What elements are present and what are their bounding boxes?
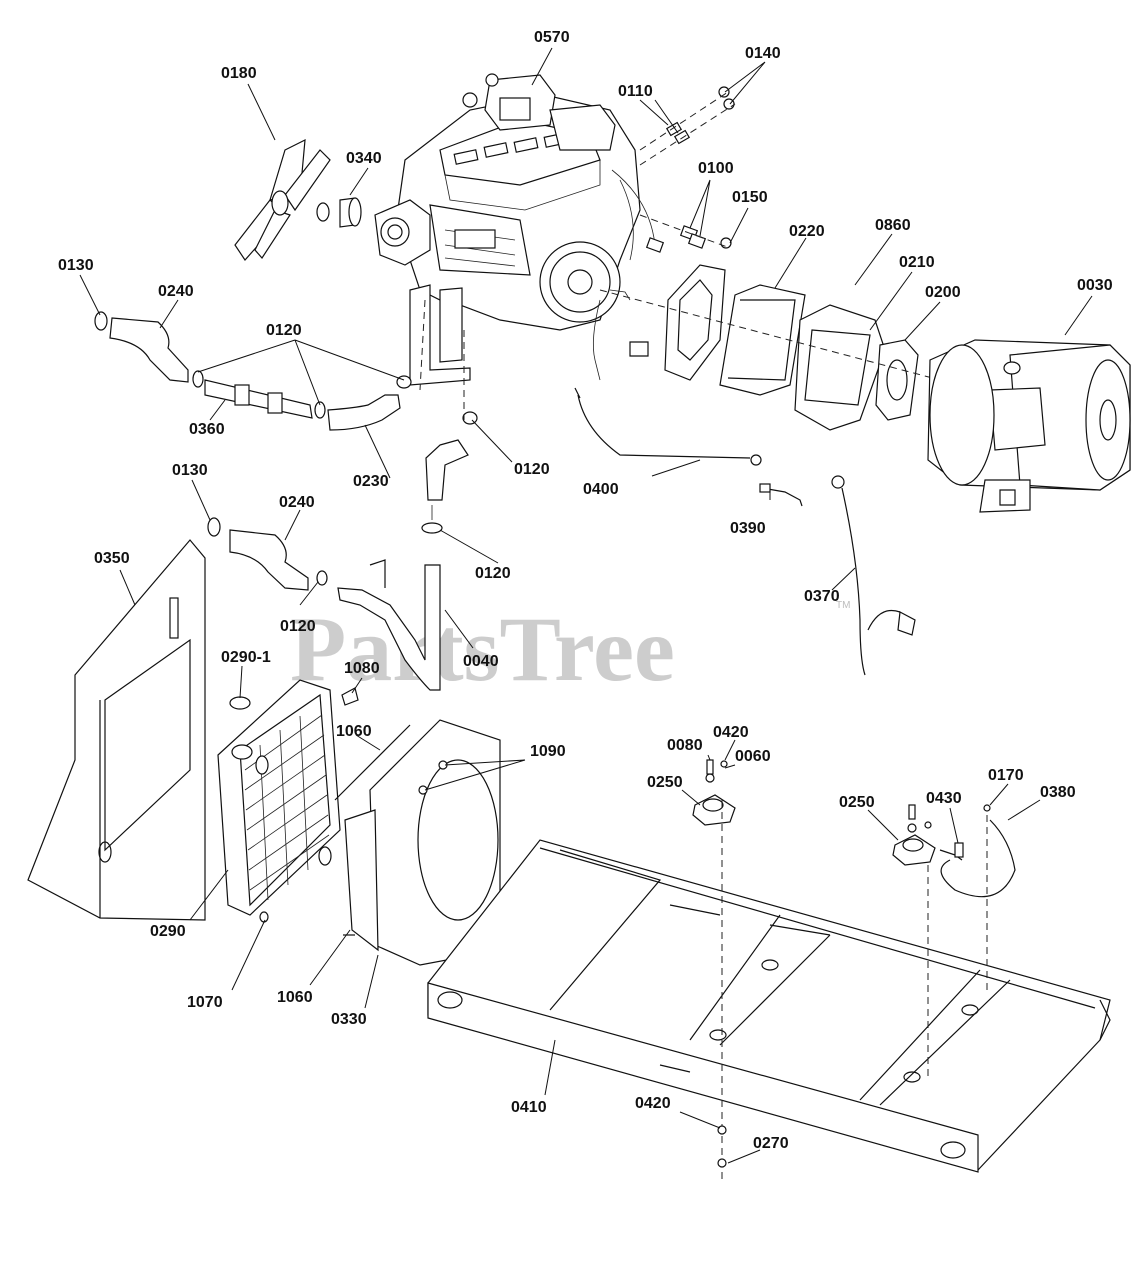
label-0360: 0360 [189, 421, 225, 438]
label-0270: 0270 [753, 1135, 789, 1152]
label-0150: 0150 [732, 189, 768, 206]
label-0240-top: 0240 [158, 283, 194, 300]
watermark-text: PartsTree [290, 598, 675, 700]
label-0210: 0210 [899, 254, 935, 271]
panel-drawing [27, 539, 206, 921]
label-0370: 0370 [804, 588, 840, 605]
label-0080: 0080 [667, 737, 703, 754]
label-0350: 0350 [94, 550, 130, 567]
label-0220: 0220 [789, 223, 825, 240]
label-0130-top: 0130 [58, 257, 94, 274]
label-0170: 0170 [988, 767, 1024, 784]
generator-drawing [927, 339, 1131, 513]
engine-assembly-drawing [374, 73, 665, 386]
shroud-drawing [334, 719, 501, 966]
label-1080: 1080 [344, 660, 380, 677]
radiator-drawing [217, 679, 359, 923]
label-0290: 0290 [150, 923, 186, 940]
label-0250-left: 0250 [647, 774, 683, 791]
label-0340: 0340 [346, 150, 382, 167]
label-0120-top: 0120 [266, 322, 302, 339]
label-0100: 0100 [698, 160, 734, 177]
label-0120-mid: 0120 [475, 565, 511, 582]
leader-lines [79, 47, 1093, 1164]
label-0060: 0060 [735, 748, 771, 765]
adapter-plate-drawing [599, 264, 941, 431]
label-0130-lower: 0130 [172, 462, 208, 479]
lower-hoses-drawing [207, 439, 469, 691]
wires-drawing [574, 387, 916, 676]
label-0390: 0390 [730, 520, 766, 537]
label-0240-lower: 0240 [279, 494, 315, 511]
label-0180: 0180 [221, 65, 257, 82]
label-0860: 0860 [875, 217, 911, 234]
label-0400: 0400 [583, 481, 619, 498]
label-0120-upper-right: 0120 [514, 461, 550, 478]
label-1060-upper: 1060 [336, 723, 372, 740]
label-1090: 1090 [530, 743, 566, 760]
label-0380: 0380 [1040, 784, 1076, 801]
label-0410: 0410 [511, 1099, 547, 1116]
fan-drawing [234, 138, 331, 261]
label-0030: 0030 [1077, 277, 1113, 294]
label-0040: 0040 [463, 653, 499, 670]
vibration-mounts-drawing [692, 759, 1016, 1180]
label-0570: 0570 [534, 29, 570, 46]
label-0420-lower: 0420 [635, 1095, 671, 1112]
label-0250-right: 0250 [839, 794, 875, 811]
part-number-labels: 0570 0180 0140 0110 0340 0100 0150 0220 … [58, 29, 1113, 1152]
label-0290-1: 0290-1 [221, 649, 271, 666]
label-0200: 0200 [925, 284, 961, 301]
label-1060-lower: 1060 [277, 989, 313, 1006]
watermark-trademark: TM [836, 600, 850, 611]
label-0140: 0140 [745, 45, 781, 62]
base-frame-drawing [427, 839, 1111, 1173]
label-0330: 0330 [331, 1011, 367, 1028]
label-0110: 0110 [618, 83, 653, 100]
label-0420-upper: 0420 [713, 724, 749, 741]
spacer-drawing [316, 197, 362, 228]
connectors-drawing [639, 86, 736, 249]
label-0230: 0230 [353, 473, 389, 490]
label-1070: 1070 [187, 994, 223, 1011]
label-0120-lower: 0120 [280, 618, 316, 635]
label-0430: 0430 [926, 790, 962, 807]
upper-hoses-drawing [94, 299, 478, 431]
